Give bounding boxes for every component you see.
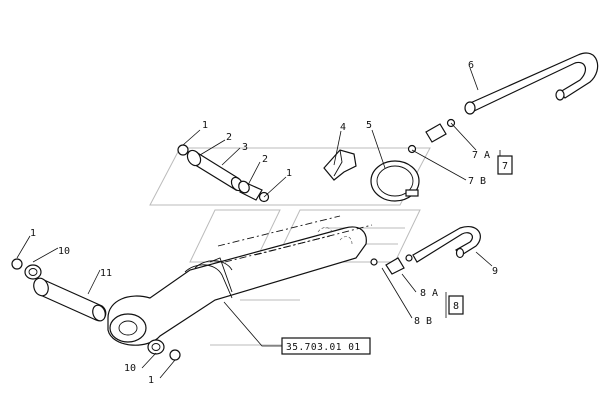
snap-ring-part-1-left: [11, 258, 23, 270]
label-part-8b: 8 B: [414, 316, 432, 327]
bushing-part-2-lower: [238, 180, 263, 201]
label-part-1-right: 1: [286, 168, 292, 179]
label-part-6: 6: [468, 60, 474, 71]
label-part-2-upper: 2: [226, 132, 232, 143]
label-part-7b: 7 B: [468, 176, 486, 187]
snap-ring-part-1-bottom: [169, 349, 181, 361]
washer-part-10-left: [24, 264, 42, 280]
label-part-8a: 8 A: [420, 288, 438, 299]
label-part-1-bottom: 1: [148, 375, 154, 386]
bushing-part-2-upper: [186, 149, 244, 192]
reference-number: 35.703.01 01: [286, 342, 361, 353]
label-part-10-left: 10: [58, 246, 70, 257]
fitting-part-7: [407, 118, 456, 154]
leader-lines: [16, 67, 501, 379]
label-box-part-8: 8: [453, 301, 459, 312]
label-part-9: 9: [492, 266, 498, 277]
label-part-5: 5: [366, 120, 372, 131]
label-part-10-bottom: 10: [124, 363, 136, 374]
bracket-part-4: [323, 149, 357, 181]
label-part-11: 11: [100, 268, 112, 279]
reference-box: [281, 337, 371, 355]
callout-labels: 1 2 3 2 1 4 5 6 7 A 7 B 7 9 8 A 8 B 8 1 …: [30, 60, 513, 386]
fitting-part-8: [370, 254, 413, 275]
pin-part-11: [33, 277, 107, 322]
label-part-3: 3: [242, 142, 248, 153]
box-part-7: [497, 155, 513, 175]
washer-part-10-bottom: [147, 339, 165, 355]
label-part-1-left: 1: [30, 228, 36, 239]
label-part-7a: 7 A: [472, 150, 490, 161]
tube-part-9: [412, 226, 481, 263]
label-part-1-upper: 1: [202, 120, 208, 131]
label-part-2-lower: 2: [262, 154, 268, 165]
label-box-part-7: 7: [502, 161, 508, 172]
snap-ring-part-1-upper: [177, 144, 189, 156]
hydraulic-cylinder: [107, 215, 373, 346]
box-part-8: [448, 295, 464, 315]
label-part-4: 4: [340, 122, 346, 133]
tube-part-6: [464, 52, 599, 115]
clamp-part-5: [370, 160, 420, 202]
